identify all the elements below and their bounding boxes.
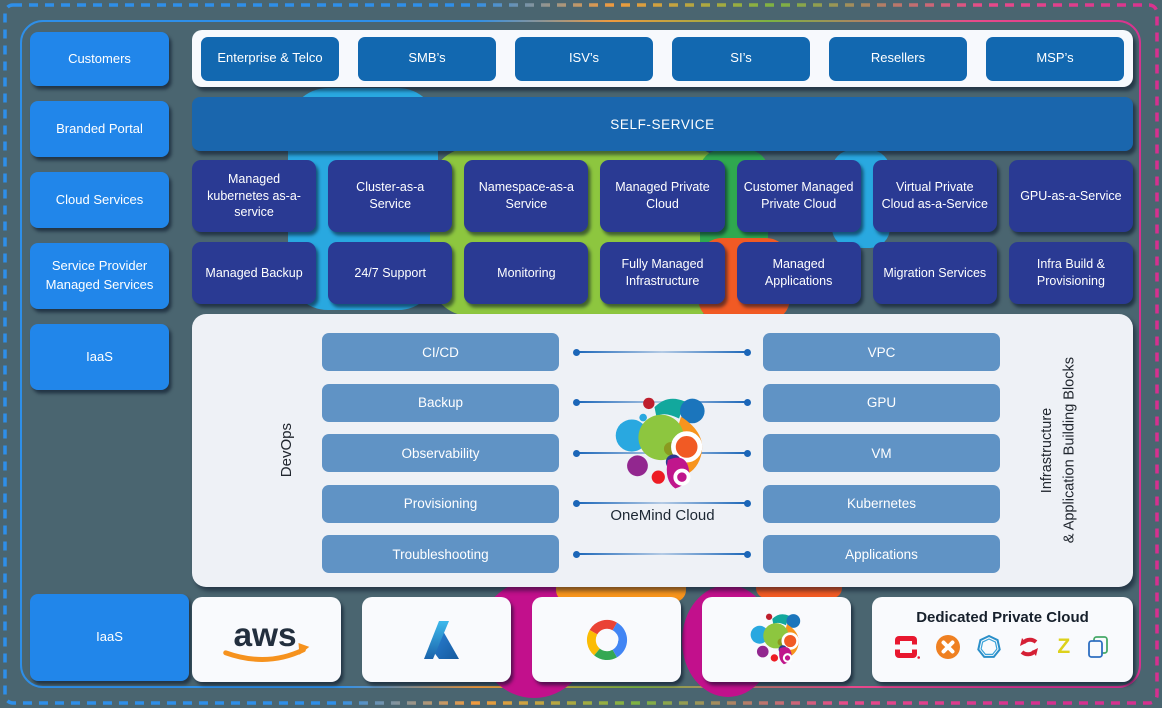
service-box: Virtual Private Cloud as-a-Service [872, 160, 997, 232]
dedicated-private-cloud-title: Dedicated Private Cloud [916, 609, 1089, 626]
infra-item-gpu: GPU [763, 383, 1000, 422]
sidebar-item-customers: Customers [30, 32, 169, 86]
infrastructure-building-blocks-label: Infrastructure & Application Building Bl… [1036, 314, 1081, 587]
connector-line [573, 348, 751, 356]
service-box: Customer Managed Private Cloud [736, 160, 861, 232]
segment-isvs: ISV’s [515, 36, 653, 81]
onemind-cloud-label: OneMind Cloud [610, 507, 715, 524]
devops-item-provisioning: Provisioning [322, 484, 559, 523]
onemind-card [702, 597, 851, 682]
onemind-logo [750, 613, 800, 664]
yellow-z-icon: Z [1057, 635, 1071, 658]
infra-item-kubernetes: Kubernetes [763, 484, 1000, 523]
sidebar-item-iaas-bottom: IaaS [30, 594, 189, 681]
service-box: Migration Services [872, 242, 997, 304]
service-box: Managed Applications [736, 242, 861, 304]
azure-logo [423, 620, 459, 659]
platform-panel: DevOps CI/CD Backup Observability Provis… [192, 314, 1133, 587]
dedicated-private-cloud-card: Dedicated Private Cloud [872, 597, 1133, 682]
devops-buttons: CI/CD Backup Observability Provisioning … [322, 333, 559, 573]
segment-msps: MSP’s [986, 36, 1124, 81]
aws-wordmark: aws [233, 616, 296, 653]
copy-squares-icon [1088, 636, 1108, 658]
cloud-providers-row: aws [192, 597, 1133, 682]
main-column: Enterprise & Telco SMB’s ISV’s SI’s Rese… [192, 30, 1133, 682]
customer-segments-strip: Enterprise & Telco SMB’s ISV’s SI’s Rese… [192, 30, 1133, 87]
infra-buttons: VPC GPU VM Kubernetes Applications [763, 333, 1000, 573]
devops-item-cicd: CI/CD [322, 333, 559, 371]
google-cloud-logo [586, 619, 627, 660]
infra-item-vpc: VPC [763, 333, 1000, 371]
devops-item-observability: Observability [322, 434, 559, 472]
sidebar-item-cloud-services: Cloud Services [30, 172, 169, 228]
sidebar-item-iaas: IaaS [30, 324, 169, 390]
red-sync-icon [1020, 637, 1039, 657]
segment-enterprise-telco: Enterprise & Telco [201, 36, 339, 81]
devops-item-troubleshooting: Troubleshooting [322, 535, 559, 573]
infra-label-line2: & Application Building Blocks [1061, 357, 1078, 544]
heptagon-icon [976, 634, 1001, 658]
devops-item-backup: Backup [322, 383, 559, 422]
service-box: Namespace-as-a Service [464, 160, 589, 232]
infra-item-vm: VM [763, 434, 1000, 472]
azure-card [362, 597, 511, 682]
self-service-banner: SELF-SERVICE [192, 97, 1133, 151]
connector-line [573, 550, 751, 558]
service-box: Managed kubernetes as-a-service [192, 160, 317, 232]
service-box: 24/7 Support [328, 242, 453, 304]
service-box: Fully Managed Infrastructure [600, 242, 725, 304]
infra-label-line1: Infrastructure [1039, 407, 1056, 494]
inner-border-line [20, 20, 1141, 688]
segment-resellers: Resellers [829, 36, 967, 81]
onemind-cloud-logo-block: OneMind Cloud [593, 392, 733, 524]
aws-card: aws [192, 597, 341, 682]
service-box: Managed Private Cloud [600, 160, 725, 232]
service-box: GPU-as-a-Service [1008, 160, 1133, 232]
dedicated-private-cloud-icons: Z [872, 634, 1133, 660]
service-box: Cluster-as-a Service [328, 160, 453, 232]
outer-dashed-border [3, 3, 1159, 705]
aws-logo: aws [222, 616, 309, 662]
openstack-icon [894, 636, 920, 659]
segment-smbs: SMB’s [358, 36, 496, 81]
onemind-head-icon [615, 397, 705, 489]
segment-sis: SI’s [672, 36, 810, 81]
sidebar: Customers Branded Portal Cloud Services … [30, 32, 169, 390]
google-cloud-card [532, 597, 681, 682]
sidebar-item-service-provider-managed-services: Service Provider Managed Services [30, 243, 169, 309]
connector-line [573, 499, 751, 507]
devops-label: DevOps [278, 314, 295, 587]
service-box: Infra Build & Provisioning [1008, 242, 1133, 304]
service-box: Monitoring [464, 242, 589, 304]
devops-label-text: DevOps [278, 423, 295, 478]
infra-item-applications: Applications [763, 535, 1000, 573]
orange-x-icon [935, 635, 960, 659]
services-grid: Managed kubernetes as-a-service Cluster-… [192, 160, 1133, 304]
service-box: Managed Backup [192, 242, 317, 304]
sidebar-item-branded-portal: Branded Portal [30, 101, 169, 157]
